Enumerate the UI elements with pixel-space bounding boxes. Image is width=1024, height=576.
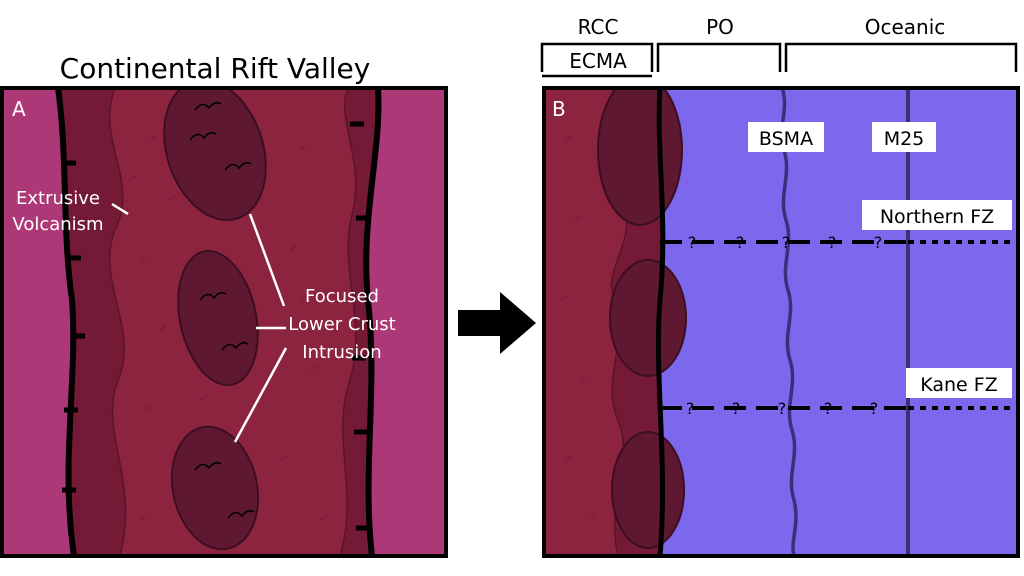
question-mark: ? — [828, 233, 837, 252]
panel-a-letter: A — [12, 97, 26, 121]
m25-label-box — [872, 122, 936, 152]
question-mark: ? — [732, 399, 741, 418]
header-oceanic: Oceanic — [865, 15, 946, 39]
question-mark: ? — [874, 233, 883, 252]
fault-ticks — [62, 121, 370, 531]
panel-a-title: Continental Rift Valley — [60, 52, 371, 85]
bsma-label-box — [748, 122, 824, 152]
question-mark: ? — [688, 233, 697, 252]
extrusive-label-line2: Volcanism — [12, 214, 103, 235]
northern-fz-label: Northern FZ — [880, 206, 994, 228]
coastal-boundary — [655, 88, 666, 556]
bsma-label: BSMA — [759, 128, 813, 150]
intrusion-middle — [177, 250, 259, 386]
leader-lines — [111, 202, 288, 443]
left-fault — [55, 88, 77, 556]
header-rcc: RCC — [578, 15, 619, 39]
question-mark: ? — [824, 399, 833, 418]
header-brackets — [540, 42, 1018, 78]
intrusion-label-line3: Intrusion — [302, 342, 381, 363]
continental-texture — [559, 135, 607, 521]
intrusion-label-line1: Focused — [305, 286, 379, 307]
northern-fz-label-box — [862, 200, 1012, 230]
m25-label: M25 — [884, 128, 925, 150]
panel-a-frame — [0, 86, 448, 558]
intrusion-bottom — [170, 425, 260, 551]
header-ecma: ECMA — [569, 49, 627, 73]
right-fault — [363, 88, 382, 556]
panel-a — [2, 88, 446, 556]
intrusion-label-line2: Lower Crust — [288, 314, 395, 335]
panel-b — [544, 88, 1018, 556]
panel-b-letter: B — [552, 97, 566, 121]
header-po: PO — [706, 15, 734, 39]
question-mark: ? — [870, 399, 879, 418]
intrusion-top — [163, 88, 267, 222]
panel-b-frame — [542, 86, 1020, 558]
kane-fz-label-box — [906, 368, 1012, 398]
transition-arrow — [458, 292, 536, 354]
northern-fz-question-marks: ? ? ? ? ? — [688, 233, 883, 252]
bsma-anomaly-line — [779, 88, 798, 556]
extrusive-label-line1: Extrusive — [16, 188, 100, 209]
question-mark: ? — [686, 399, 695, 418]
kane-fz-question-marks: ? ? ? ? ? — [686, 399, 879, 418]
question-mark: ? — [736, 233, 745, 252]
question-mark: ? — [782, 233, 791, 252]
question-mark: ? — [778, 399, 787, 418]
kane-fz-label: Kane FZ — [920, 374, 997, 396]
